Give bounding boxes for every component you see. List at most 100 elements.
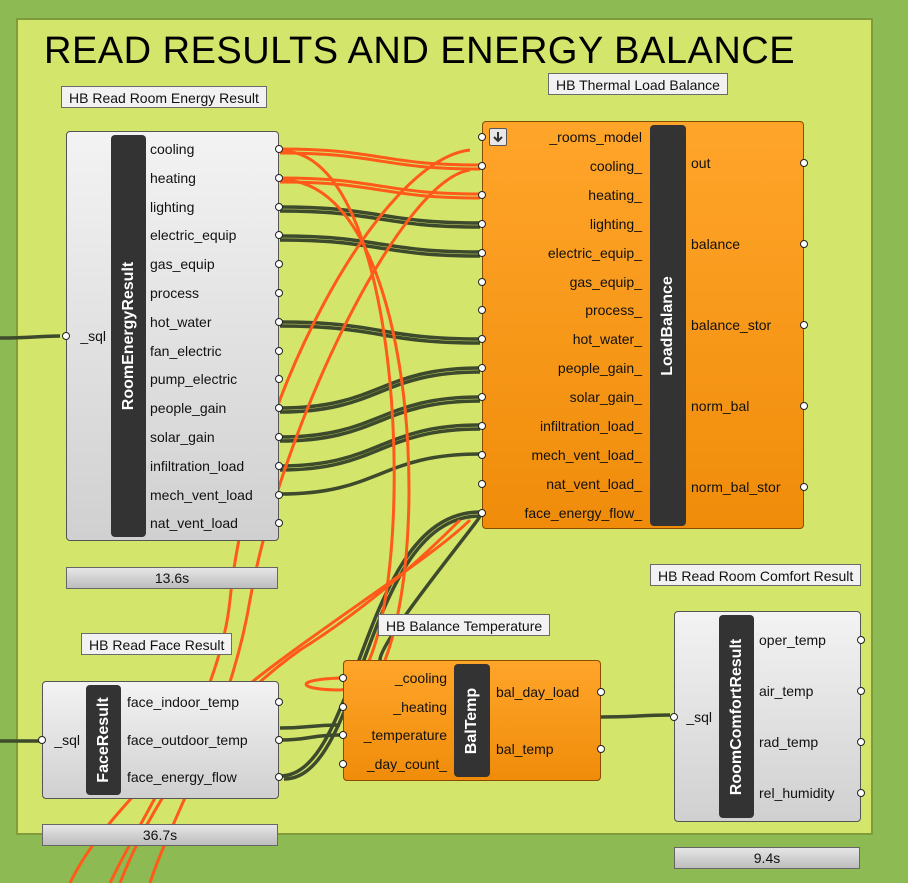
comfort-output-port[interactable] <box>857 789 865 797</box>
bal_temp-output-bal-temp[interactable]: bal_temp <box>496 741 554 757</box>
load_balance-output-out[interactable]: out <box>691 155 711 171</box>
load_balance-input-port[interactable] <box>478 219 486 228</box>
comfort-output-port[interactable] <box>857 738 865 746</box>
face_result-output-face-outdoor-temp[interactable]: face_outdoor_temp <box>127 731 248 748</box>
room_energy-output-heating[interactable]: heating <box>150 169 196 186</box>
load_balance-input-port[interactable] <box>478 450 486 459</box>
bal_temp-output-port[interactable] <box>597 745 605 753</box>
load_balance-input-hot-water[interactable]: hot_water_ <box>572 331 642 348</box>
bal_temp-input-port[interactable] <box>339 760 347 769</box>
room_energy-output-fan-electric[interactable]: fan_electric <box>150 342 222 359</box>
room_energy-output-infiltration-load[interactable]: infiltration_load <box>150 457 245 474</box>
load_balance-output-port[interactable] <box>800 321 808 329</box>
bal_temp-output-port[interactable] <box>597 688 605 696</box>
load_balance-input-process[interactable]: process_ <box>585 302 642 319</box>
load_balance-input-port[interactable] <box>478 422 486 430</box>
room_energy-output-pump-electric[interactable]: pump_electric <box>150 371 238 388</box>
room_energy-output-solar-gain[interactable]: solar_gain <box>150 429 215 445</box>
face_result-output-face-energy-flow[interactable]: face_energy_flow <box>127 769 237 785</box>
room_energy-output-port[interactable] <box>275 490 283 499</box>
face_result-output-port[interactable] <box>275 773 283 781</box>
load_balance-output-norm-bal[interactable]: norm_bal <box>691 398 750 414</box>
load_balance-input-electric-equip[interactable]: electric_equip_ <box>547 244 642 261</box>
room_energy-output-lighting[interactable]: lighting <box>150 198 195 215</box>
load_balance-output-port[interactable] <box>800 240 808 248</box>
load_balance-input-port[interactable] <box>478 161 486 170</box>
bal_temp-input-day-count[interactable]: _day_count_ <box>366 756 447 773</box>
bal-temp-component[interactable]: BalTemp <box>343 660 601 781</box>
room_energy-output-process[interactable]: process <box>150 285 200 301</box>
face_result-output-port[interactable] <box>275 698 283 706</box>
load_balance-input-infiltration-load[interactable]: infiltration_load_ <box>540 418 642 434</box>
room_energy-output-nat-vent-load[interactable]: nat_vent_load <box>150 515 238 532</box>
bal_temp-input-temperature[interactable]: _temperature <box>363 727 447 744</box>
comfort-output-air-temp[interactable]: air_temp <box>759 683 814 699</box>
room_energy-output-port[interactable] <box>275 346 283 355</box>
load_balance-input-heating[interactable]: heating_ <box>588 186 642 203</box>
comfort-input-port[interactable] <box>670 713 678 721</box>
face-result-component[interactable]: FaceResult <box>42 681 279 799</box>
load_balance-output-balance[interactable]: balance <box>691 236 741 252</box>
load-balance-component[interactable]: LoadBalance <box>482 121 804 529</box>
room_energy-output-electric-equip[interactable]: electric_equip <box>150 227 237 244</box>
face_result-input-sql[interactable]: _sql <box>54 732 80 748</box>
room_energy-input-sql[interactable]: _sql <box>80 328 106 344</box>
load_balance-input-mech-vent-load[interactable]: mech_vent_load_ <box>531 446 642 463</box>
load_balance-output-port[interactable] <box>800 483 808 491</box>
load_balance-input-gas-equip[interactable]: gas_equip_ <box>569 273 642 290</box>
load_balance-input-lighting[interactable]: lighting_ <box>589 215 642 232</box>
bal_temp-input-port[interactable] <box>339 702 347 711</box>
load_balance-input-port[interactable] <box>478 248 486 257</box>
load_balance-output-port[interactable] <box>800 159 808 167</box>
comfort-output-port[interactable] <box>857 687 865 695</box>
load_balance-input-rooms-model[interactable]: _rooms_model <box>549 129 642 145</box>
load_balance-input-port[interactable] <box>478 335 486 344</box>
load_balance-input-port[interactable] <box>478 393 486 402</box>
room_energy-input-port[interactable] <box>62 332 70 340</box>
room_energy-output-port[interactable] <box>275 145 283 153</box>
load_balance-input-port[interactable] <box>478 364 486 373</box>
down-arrow-icon[interactable] <box>489 128 507 146</box>
load_balance-input-people-gain[interactable]: people_gain_ <box>557 360 642 377</box>
comfort-input-sql[interactable]: _sql <box>686 709 712 725</box>
load_balance-input-cooling[interactable]: cooling_ <box>589 157 642 174</box>
room_energy-output-people-gain[interactable]: people_gain <box>150 400 227 417</box>
room_energy-output-port[interactable] <box>275 375 283 384</box>
load_balance-input-nat-vent-load[interactable]: nat_vent_load_ <box>546 475 642 492</box>
comfort-output-oper-temp[interactable]: oper_temp <box>759 632 826 648</box>
load_balance-input-port[interactable] <box>478 190 486 199</box>
comfort-output-rel-humidity[interactable]: rel_humidity <box>759 785 835 801</box>
room_energy-output-mech-vent-load[interactable]: mech_vent_load <box>150 486 253 503</box>
comfort-output-port[interactable] <box>857 636 865 644</box>
room_energy-output-hot-water[interactable]: hot_water <box>150 313 212 330</box>
load_balance-input-solar-gain[interactable]: solar_gain_ <box>569 389 642 406</box>
room_energy-output-gas-equip[interactable]: gas_equip <box>150 256 215 273</box>
load_balance-input-face-energy-flow[interactable]: face_energy_flow_ <box>524 504 642 521</box>
room_energy-output-port[interactable] <box>275 173 283 182</box>
room_energy-output-port[interactable] <box>275 289 283 297</box>
face_result-input-port[interactable] <box>38 736 46 744</box>
face_result-output-face-indoor-temp[interactable]: face_indoor_temp <box>127 694 240 710</box>
room_energy-output-port[interactable] <box>275 231 283 240</box>
load_balance-input-port[interactable] <box>478 306 486 315</box>
room-energy-component[interactable]: RoomEnergyResult <box>66 131 279 541</box>
room_energy-output-port[interactable] <box>275 202 283 211</box>
load_balance-input-port[interactable] <box>478 277 486 286</box>
bal_temp-output-bal-day-load[interactable]: bal_day_load <box>496 684 580 700</box>
room_energy-output-port[interactable] <box>275 317 283 326</box>
room_energy-output-port[interactable] <box>275 260 283 269</box>
load_balance-output-norm-bal-stor[interactable]: norm_bal_stor <box>691 479 781 495</box>
comfort-component[interactable]: RoomComfortResult <box>674 611 861 822</box>
room_energy-output-port[interactable] <box>275 461 283 470</box>
bal_temp-input-port[interactable] <box>339 731 347 740</box>
load_balance-input-port[interactable] <box>478 508 486 517</box>
bal_temp-input-heating[interactable]: _heating <box>393 698 447 715</box>
load_balance-input-port[interactable] <box>478 479 486 488</box>
load_balance-output-balance-stor[interactable]: balance_stor <box>691 317 772 333</box>
load_balance-output-port[interactable] <box>800 402 808 410</box>
bal_temp-input-cooling[interactable]: _cooling <box>394 670 447 686</box>
room_energy-output-port[interactable] <box>275 519 283 528</box>
face_result-output-port[interactable] <box>275 735 283 744</box>
comfort-output-rad-temp[interactable]: rad_temp <box>759 734 819 750</box>
